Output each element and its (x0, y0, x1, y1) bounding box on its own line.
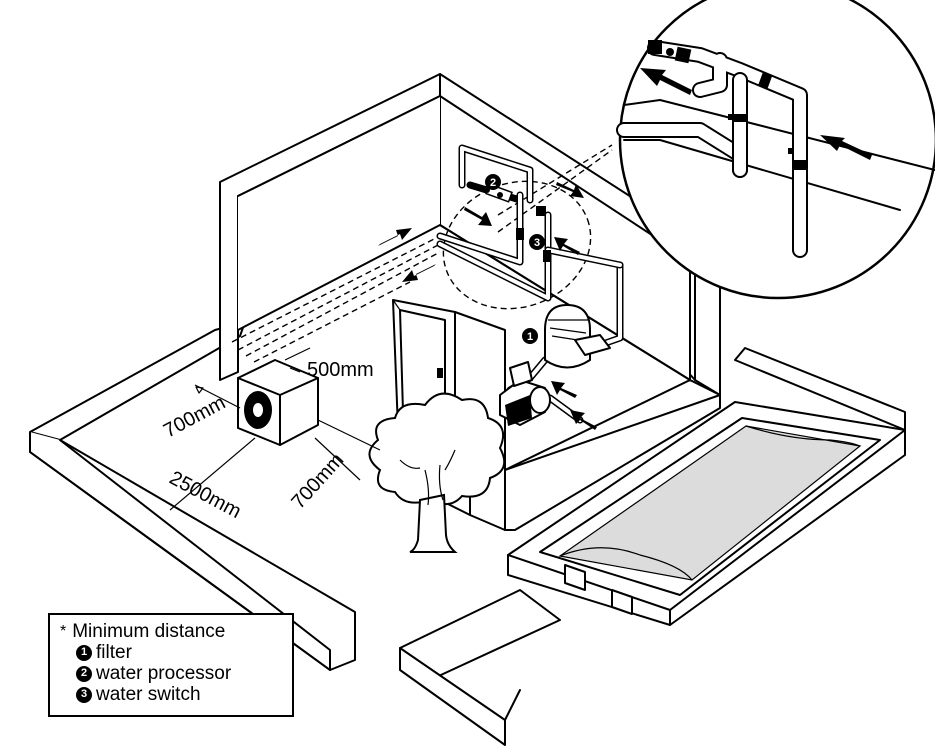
badge-number: 3 (534, 237, 540, 249)
legend-label: filter (96, 642, 132, 663)
badge-number: 2 (490, 177, 496, 189)
badge-number: 1 (527, 331, 533, 343)
arrow-icon (378, 182, 597, 430)
legend-item-water-switch: 3 water switch (60, 684, 282, 705)
badge-icon-filter: 1 (522, 328, 538, 344)
pump-room (219, 73, 721, 531)
legend-heading: Minimum distance (72, 621, 226, 642)
dim-700mm-obstacle: 700mm (287, 449, 348, 513)
heat-pump-icon (237, 359, 319, 446)
badge-icon: 1 (76, 644, 92, 661)
legend-label: water processor (96, 663, 232, 684)
tree-icon (368, 392, 506, 553)
badge-icon: 3 (76, 686, 92, 703)
pool (507, 347, 906, 626)
badge-icon-water-processor: 2 (485, 174, 501, 190)
legend-heading-row: * Minimum distance (60, 621, 282, 642)
magnified-inset (616, 0, 935, 300)
dim-700mm-side: 700mm (160, 392, 229, 443)
legend-item-filter: 1 filter (60, 642, 282, 663)
filter-tank-icon (544, 304, 611, 369)
dim-500mm: 500mm (307, 359, 374, 381)
dimension-lines (169, 347, 381, 511)
legend-item-water-processor: 2 water processor (60, 663, 282, 684)
legend: * Minimum distance 1 filter 2 water proc… (48, 613, 294, 717)
yard-walls (29, 321, 561, 746)
badge-icon-water-switch: 3 (529, 234, 545, 250)
legend-star: * (60, 623, 67, 640)
badge-icon: 2 (76, 665, 92, 682)
legend-label: water switch (96, 684, 201, 705)
pump-icon (499, 361, 551, 426)
